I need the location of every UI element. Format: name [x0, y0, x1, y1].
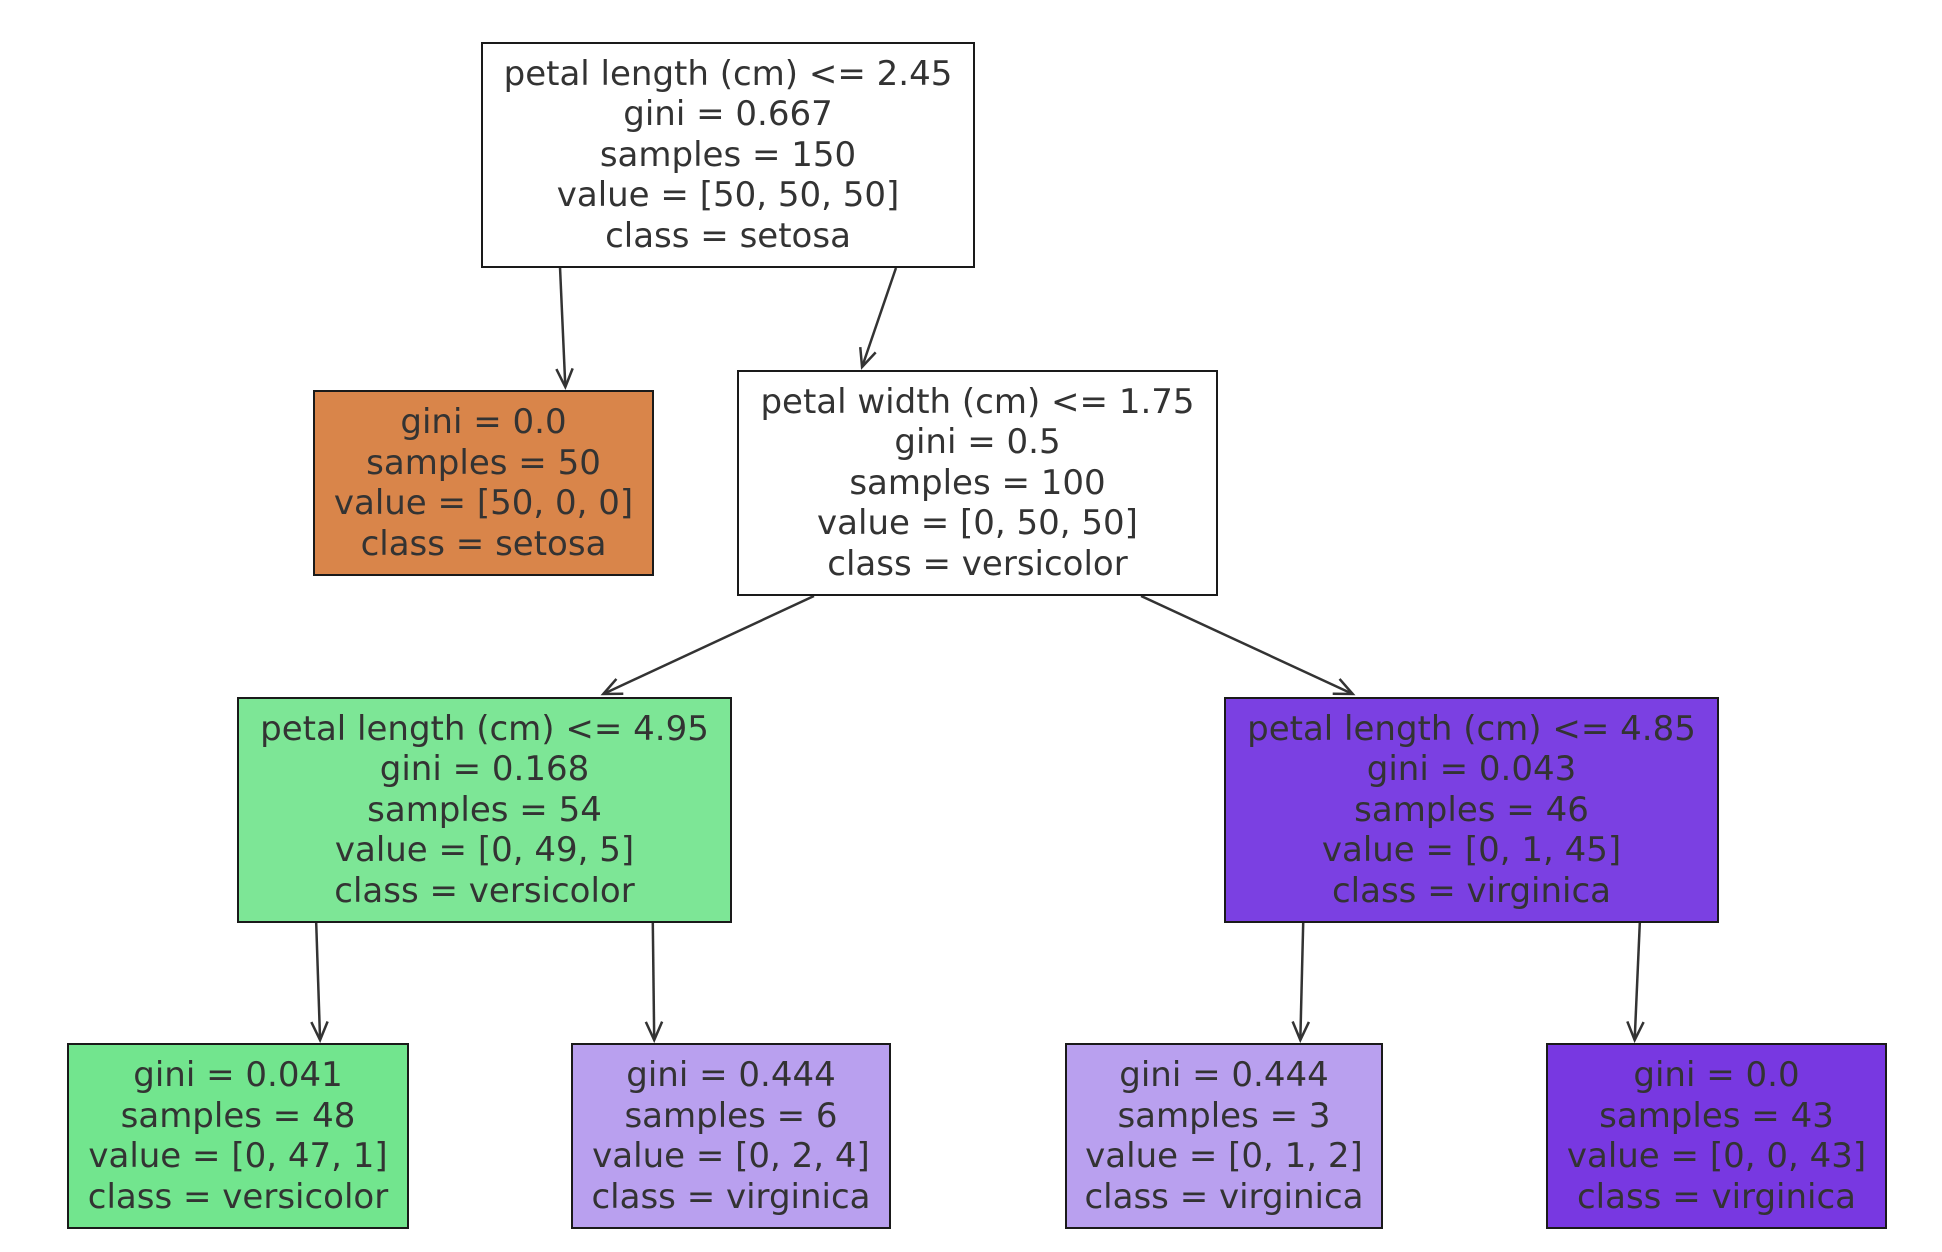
node-samples: samples = 150: [599, 134, 857, 175]
node-samples: samples = 50: [366, 442, 601, 483]
node-value: value = [0, 1, 2]: [1085, 1136, 1363, 1176]
node-gini: gini = 0.444: [1119, 1055, 1329, 1095]
node-gini: gini = 0.444: [626, 1055, 836, 1095]
node-samples: samples = 6: [624, 1095, 838, 1136]
edge-line: [1140, 594, 1354, 696]
node-value: value = [0, 47, 1]: [88, 1136, 388, 1176]
node-gini: gini = 0.0: [400, 402, 567, 442]
node-samples: samples = 54: [367, 789, 602, 830]
node-samples: samples = 100: [849, 462, 1106, 503]
edge-arrowhead: [644, 1021, 664, 1044]
node-value: value = [50, 0, 0]: [333, 483, 634, 523]
node-value: value = [0, 49, 5]: [334, 830, 635, 871]
leaf-node-virginica-3: gini = 0.444 samples = 3 value = [0, 1, …: [1065, 1043, 1383, 1229]
node-gini: gini = 0.667: [623, 94, 833, 135]
node-class: class = versicolor: [87, 1176, 389, 1217]
node-value: value = [0, 50, 50]: [817, 503, 1138, 544]
edge-arrowhead: [555, 367, 574, 391]
node-split-rule: petal width (cm) <= 1.75: [760, 381, 1195, 422]
split-node-petal-length-4-85: petal length (cm) <= 4.85 gini = 0.043 s…: [1224, 697, 1719, 923]
edge-arrowhead: [600, 678, 624, 696]
edge-arrowhead: [310, 1021, 329, 1044]
edge-line: [602, 594, 815, 696]
node-value: value = [0, 0, 43]: [1566, 1136, 1867, 1176]
node-split-rule: petal length (cm) <= 2.45: [503, 53, 953, 94]
node-split-rule: petal length (cm) <= 4.85: [1247, 708, 1696, 749]
node-samples: samples = 48: [120, 1095, 356, 1136]
node-value: value = [0, 1, 45]: [1321, 830, 1622, 871]
edge-line: [651, 922, 656, 1041]
node-gini: gini = 0.041: [133, 1055, 343, 1095]
edge-line: [558, 267, 567, 388]
node-samples: samples = 3: [1117, 1095, 1331, 1136]
node-gini: gini = 0.0: [1633, 1055, 1800, 1095]
node-samples: samples = 43: [1599, 1095, 1834, 1136]
leaf-node-versicolor: gini = 0.041 samples = 48 value = [0, 47…: [67, 1043, 409, 1229]
edge-arrowhead: [859, 346, 877, 370]
edge-arrowhead: [1291, 1021, 1311, 1044]
edge-line: [314, 922, 322, 1041]
node-gini: gini = 0.5: [894, 422, 1061, 463]
node-gini: gini = 0.168: [379, 749, 590, 790]
leaf-node-virginica-6: gini = 0.444 samples = 6 value = [0, 2, …: [571, 1043, 891, 1229]
split-node-petal-length-4-95: petal length (cm) <= 4.95 gini = 0.168 s…: [237, 697, 732, 923]
node-class: class = versicolor: [334, 870, 635, 911]
node-value: value = [0, 2, 4]: [592, 1136, 870, 1176]
edge-line: [1633, 922, 1642, 1041]
node-split-rule: petal length (cm) <= 4.95: [260, 708, 709, 749]
node-class: class = virginica: [1331, 870, 1611, 911]
leaf-node-setosa: gini = 0.0 samples = 50 value = [50, 0, …: [313, 390, 654, 576]
node-value: value = [50, 50, 50]: [556, 175, 900, 216]
edge-line: [1299, 922, 1305, 1041]
node-gini: gini = 0.043: [1366, 749, 1577, 790]
node-class: class = virginica: [1576, 1176, 1856, 1217]
node-class: class = virginica: [591, 1176, 871, 1217]
node-class: class = virginica: [1084, 1176, 1364, 1217]
leaf-node-virginica-43: gini = 0.0 samples = 43 value = [0, 0, 4…: [1546, 1043, 1887, 1229]
edge-line: [860, 267, 898, 368]
node-class: class = setosa: [360, 523, 607, 564]
split-node-petal-width: petal width (cm) <= 1.75 gini = 0.5 samp…: [737, 370, 1218, 596]
node-samples: samples = 46: [1354, 789, 1589, 830]
root-node-petal-length-split: petal length (cm) <= 2.45 gini = 0.667 s…: [481, 42, 975, 268]
node-class: class = setosa: [605, 215, 851, 256]
edge-arrowhead: [1626, 1020, 1645, 1044]
node-class: class = versicolor: [827, 543, 1128, 584]
edge-arrowhead: [1332, 678, 1356, 696]
